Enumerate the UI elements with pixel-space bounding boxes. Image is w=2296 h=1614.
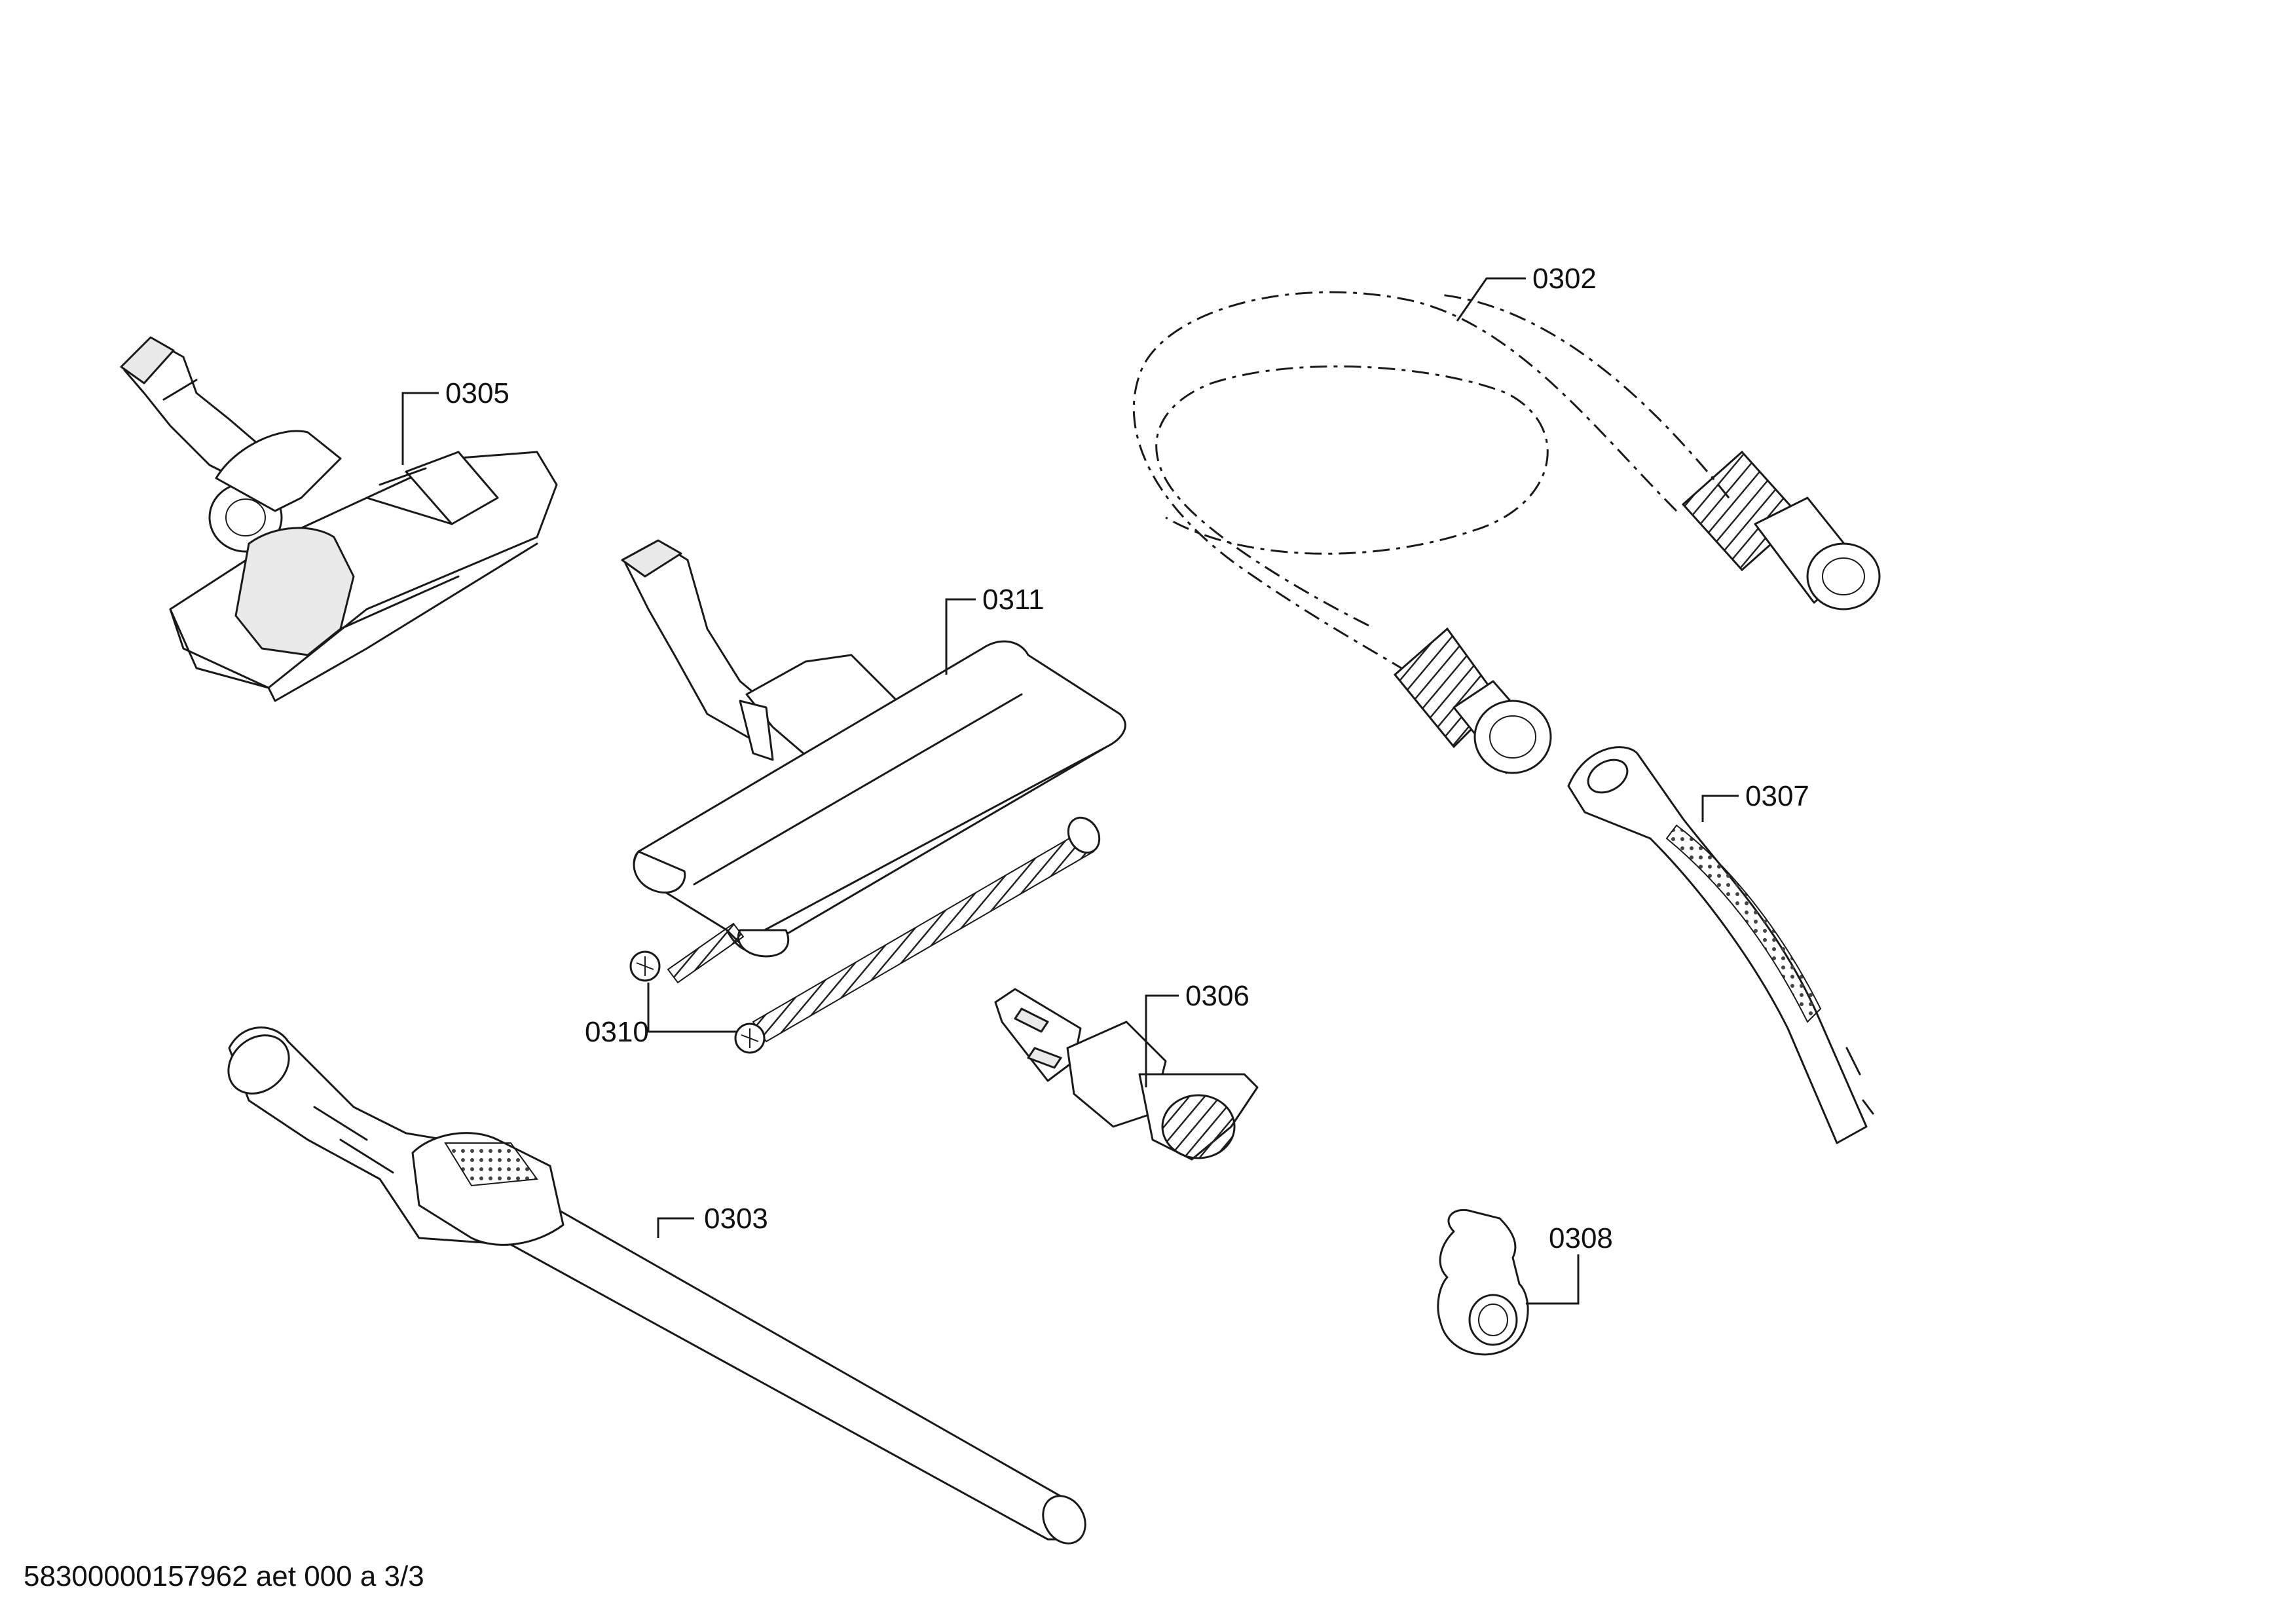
part-0302-suction-hose xyxy=(1132,291,1881,774)
part-0307-hose-handle xyxy=(1567,746,1874,1144)
label-0306: 0306 xyxy=(1185,980,1250,1012)
label-0311: 0311 xyxy=(982,584,1045,616)
part-0305-floor-nozzle xyxy=(120,336,558,702)
leader-lines xyxy=(401,277,1739,1305)
label-0310: 0310 xyxy=(585,1016,649,1048)
label-0305: 0305 xyxy=(445,377,509,409)
part-0311-parquet-nozzle xyxy=(621,539,1126,1054)
label-0307: 0307 xyxy=(1745,780,1809,812)
label-0308: 0308 xyxy=(1549,1222,1613,1254)
part-0303-telescopic-tube xyxy=(227,1026,1086,1545)
label-0302: 0302 xyxy=(1532,263,1597,295)
part-labels: 0302 0305 0311 0307 0306 0310 0303 0308 xyxy=(445,263,1809,1254)
label-0303: 0303 xyxy=(704,1203,768,1235)
part-0308-tube-clip xyxy=(1437,1209,1529,1356)
document-footer-id: 58300000157962 aet 000 a 3/3 xyxy=(24,1560,424,1592)
part-0306-upholstery-tool xyxy=(994,988,1259,1161)
